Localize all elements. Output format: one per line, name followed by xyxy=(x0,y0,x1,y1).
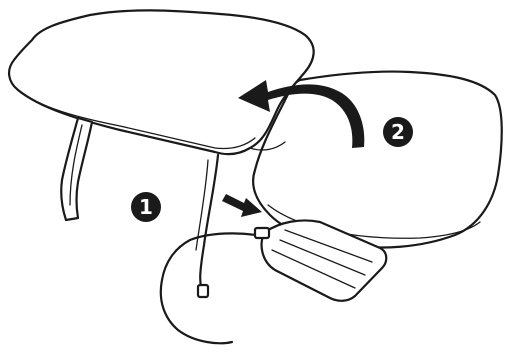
step-badge-2: 2 xyxy=(383,117,413,147)
power-cable xyxy=(161,155,262,343)
strap xyxy=(61,118,92,220)
step-badge-1: 1 xyxy=(131,192,161,222)
plug-connector xyxy=(198,228,269,297)
step-number-1: 1 xyxy=(139,195,153,219)
step-number-2: 2 xyxy=(391,120,405,144)
